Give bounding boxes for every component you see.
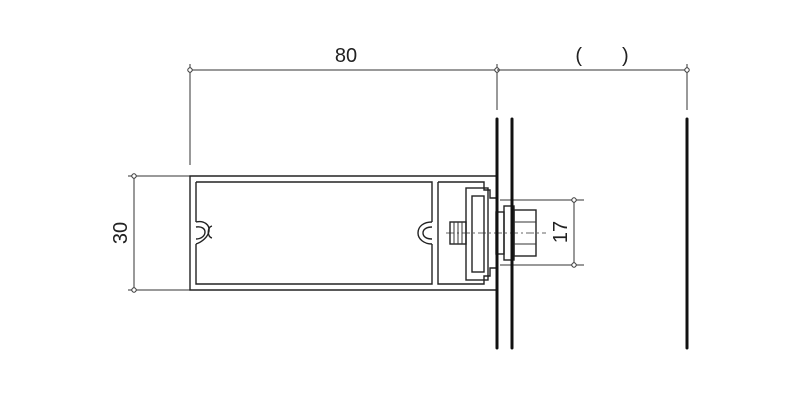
bolt-assembly <box>446 187 546 281</box>
panel-lines <box>495 117 689 350</box>
width-dimension: 80 <box>187 45 500 165</box>
gap-label: ( ) <box>575 45 628 67</box>
gap-dimension: ( ) <box>497 45 690 110</box>
height-dimension: 30 <box>110 173 190 293</box>
height-label: 30 <box>110 222 132 244</box>
fastener-dimension: 17 <box>500 197 584 268</box>
width-label: 80 <box>335 45 357 67</box>
fastener-label: 17 <box>550 221 572 243</box>
